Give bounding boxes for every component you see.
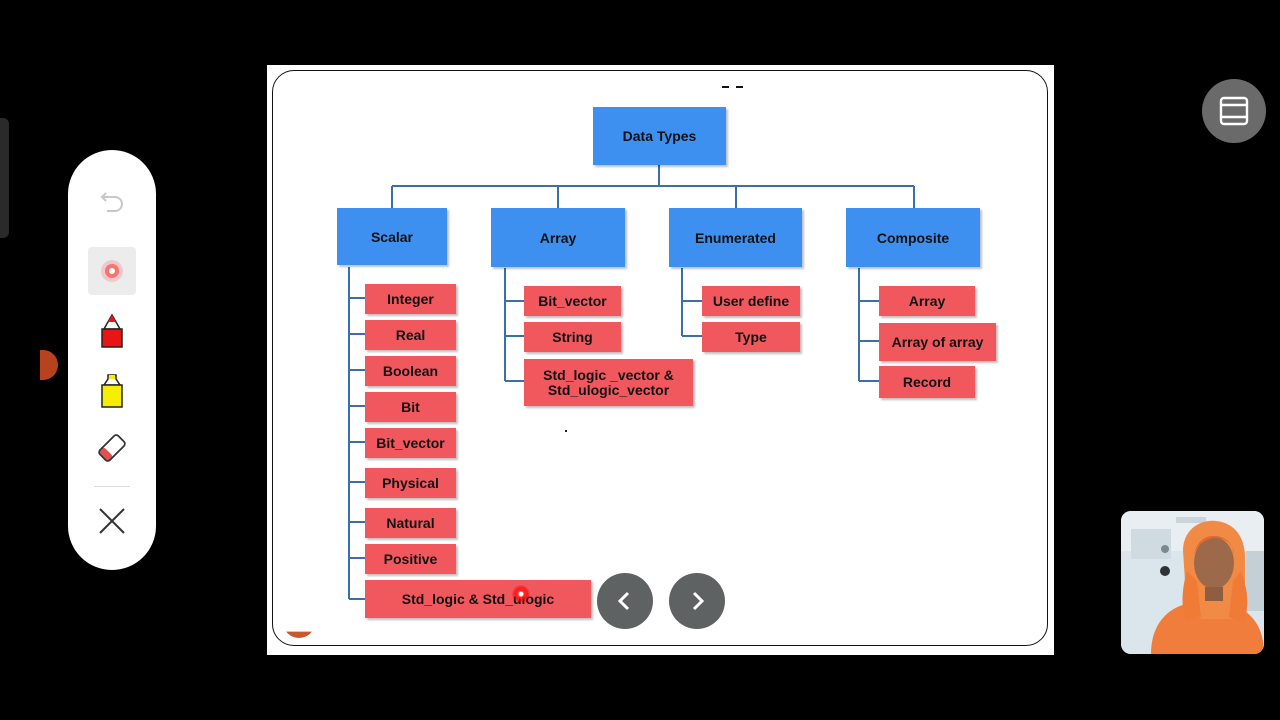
scalar-item-positive: Positive bbox=[365, 544, 456, 574]
presenter-webcam[interactable] bbox=[1121, 511, 1264, 654]
scalar-item-boolean: Boolean bbox=[365, 356, 456, 386]
slide-mark bbox=[722, 86, 744, 90]
array-item-bit-vector: Bit_vector bbox=[524, 286, 621, 316]
previous-slide-button[interactable] bbox=[597, 573, 653, 629]
array-item-std-logic-vector-line-2: Std_ulogic_vector bbox=[547, 381, 670, 398]
stray-mark bbox=[565, 430, 567, 432]
node-array: Array bbox=[491, 208, 625, 267]
pen-icon bbox=[101, 313, 123, 348]
scalar-item-integer: Integer bbox=[365, 284, 456, 314]
slide-frame bbox=[272, 70, 1048, 646]
left-edge-tab[interactable] bbox=[40, 350, 58, 380]
array-item-string: String bbox=[524, 322, 621, 352]
scalar-item-physical: Physical bbox=[365, 468, 456, 498]
scalar-item-bit-vector: Bit_vector bbox=[365, 428, 456, 458]
layout-toggle-button[interactable] bbox=[1202, 79, 1266, 143]
composite-item-array-of-array: Array of array bbox=[879, 323, 996, 361]
next-slide-button[interactable] bbox=[669, 573, 725, 629]
array-item-std-logic-vector-line-1: Std_logic _vector & bbox=[543, 366, 674, 383]
close-icon bbox=[99, 508, 125, 534]
left-edge-handle[interactable] bbox=[0, 118, 9, 238]
presentation-slide: Data Types Scalar Array Enumerated Compo… bbox=[267, 65, 1054, 655]
layout-icon bbox=[1219, 96, 1249, 126]
pen-button[interactable] bbox=[88, 307, 136, 355]
composite-item-array: Array bbox=[879, 286, 975, 316]
scalar-item-natural: Natural bbox=[365, 508, 456, 538]
eraser-button[interactable] bbox=[88, 424, 136, 472]
chevron-right-icon bbox=[692, 591, 705, 611]
slide-logo-fragment bbox=[283, 631, 315, 638]
laser-pointer-button[interactable] bbox=[88, 247, 136, 295]
undo-button[interactable] bbox=[88, 176, 136, 224]
scalar-item-std-logic: Std_logic & Std_ulogic bbox=[365, 580, 591, 618]
undo-icon bbox=[100, 192, 123, 212]
scalar-item-real: Real bbox=[365, 320, 456, 350]
eraser-icon bbox=[98, 434, 126, 462]
enumerated-item-user-define: User define bbox=[702, 286, 800, 316]
node-enumerated: Enumerated bbox=[669, 208, 802, 267]
laser-pointer-dot bbox=[512, 585, 530, 603]
node-data-types: Data Types bbox=[593, 107, 726, 165]
node-scalar: Scalar bbox=[337, 208, 447, 265]
annotation-toolbar bbox=[68, 150, 156, 570]
toolbar-divider bbox=[94, 486, 130, 487]
array-item-std-logic-vector: Std_logic _vector & Std_ulogic_vector bbox=[524, 359, 693, 406]
enumerated-item-type: Type bbox=[702, 322, 800, 352]
scalar-item-bit: Bit bbox=[365, 392, 456, 422]
close-toolbar-button[interactable] bbox=[88, 497, 136, 545]
laser-pointer-icon bbox=[101, 260, 123, 282]
tree-connectors bbox=[348, 165, 915, 600]
highlighter-icon bbox=[101, 374, 123, 408]
chevron-left-icon bbox=[617, 591, 630, 611]
node-composite: Composite bbox=[846, 208, 980, 267]
presenter-video-icon bbox=[1121, 511, 1264, 654]
highlighter-button[interactable] bbox=[88, 367, 136, 415]
composite-item-record: Record bbox=[879, 366, 975, 398]
